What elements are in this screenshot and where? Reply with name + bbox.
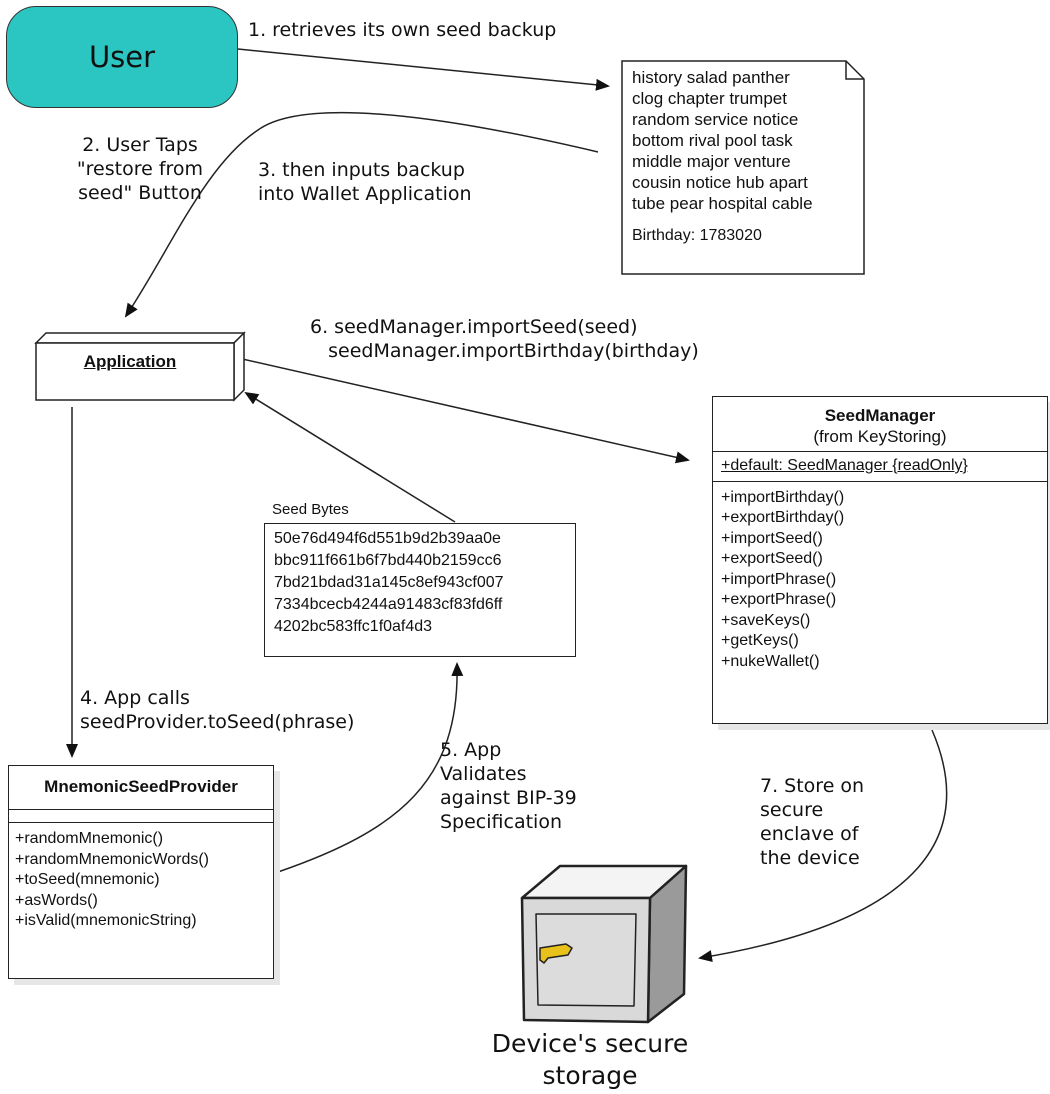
step-3-label: 3. then inputs backup into Wallet Applic… [258,159,472,205]
application-node[interactable] [34,331,246,402]
arrow-retrieve-backup [237,48,610,91]
operation: +randomMnemonicWords() [15,850,209,868]
seed-word-line: cousin notice hub apart [632,173,808,192]
arrow-import-seed [237,357,690,464]
operation: +exportPhrase() [721,591,837,608]
seed-bytes-line: 7334bcecb4244a91483cf83fd6ff [274,596,503,613]
mnemonic-provider-name: MnemonicSeedProvider [44,777,238,796]
operation: +importBirthday() [721,488,845,506]
seed-manager-stereotype: (from KeyStoring) [813,427,947,446]
operation: +isValid(mnemonicString) [15,912,197,929]
seed-manager-divider [713,480,1047,482]
operation: +exportSeed() [721,550,823,567]
application-label: Application [83,352,177,371]
note-fold [845,61,864,80]
seed-word-line: history salad panther [632,68,790,87]
seed-manager-name: SeedManager [824,406,936,425]
mnemonic-provider-divider [9,822,273,823]
operation: +importSeed() [721,529,823,547]
operation: +exportBirthday() [721,509,845,526]
operation: +getKeys() [721,632,799,649]
step-4-label: 4. App calls seedProvider.toSeed(phrase) [80,687,355,733]
seed-manager-class[interactable]: SeedManager (from KeyStoring) +default: … [712,396,1048,724]
operation: +saveKeys() [721,611,811,629]
seed-words: history salad panther clog chapter trump… [632,67,813,214]
secure-storage-label: Device's secure storage [491,1029,689,1090]
seed-bytes-line: 50e76d494f6d551b9d2b39aa0e [274,530,501,547]
mnemonic-provider-divider [9,809,273,810]
step-5-label: 5. App Validates against BIP-39 Specific… [440,739,577,833]
user-label: User [88,40,156,74]
seed-word-line: bottom rival pool task [632,131,793,150]
seed-manager-divider [713,451,1047,452]
operation: +asWords() [15,891,98,909]
seed-word-line: clog chapter trumpet [632,89,787,108]
operation: +randomMnemonic() [15,830,164,847]
seed-bytes-title: Seed Bytes [272,501,349,518]
seed-backup-note: history salad panther clog chapter trump… [622,61,864,274]
step-2-label: 2. User Taps "restore from seed" Button [76,134,204,204]
step-1-label: 1. retrieves its own seed backup [248,19,557,41]
operation: +toSeed(mnemonic) [15,871,160,888]
seed-word-line: random service notice [632,110,799,129]
step-6-label: 6. seedManager.importSeed(seed) seedMana… [310,316,699,362]
birthday-value: Birthday: 1783020 [632,227,762,244]
arrow-validate-bip39 [277,662,464,873]
seed-manager-operations: +importBirthday() +exportBirthday() +imp… [713,482,1047,679]
step-7-label: 7. Store on secure enclave of the device [760,775,865,869]
note-shape [621,60,865,275]
seed-bytes-line: 4202bc583ffc1f0af4d3 [274,618,433,635]
arrow-store-enclave [698,729,948,962]
arrow-seed-bytes-return [244,391,456,523]
operation: +nukeWallet() [721,652,820,670]
mnemonic-provider-attributes [9,810,273,822]
user-actor: User [6,6,238,108]
mnemonic-seed-provider-class[interactable]: MnemonicSeedProvider +randomMnemonic() +… [8,765,274,979]
seed-bytes-line: bbc911f661b6f7bd440b2159cc6 [274,552,502,569]
seed-bytes-box: 50e76d494f6d551b9d2b39aa0e bbc911f661b6f… [264,523,576,657]
seed-manager-attribute: +default: SeedManager {readOnly} [721,457,968,474]
seed-bytes-line: 7bd21bdad31a145c8ef943cf007 [274,574,504,591]
seed-manager-header: SeedManager (from KeyStoring) [713,397,1047,451]
secure-storage-safe-icon [520,864,688,1024]
mnemonic-provider-operations: +randomMnemonic() +randomMnemonicWords()… [9,823,273,938]
operation: +importPhrase() [721,570,837,588]
seed-word-line: middle major venture [632,152,791,171]
arrow-input-backup [124,111,599,318]
seed-word-line: tube pear hospital cable [632,194,813,213]
